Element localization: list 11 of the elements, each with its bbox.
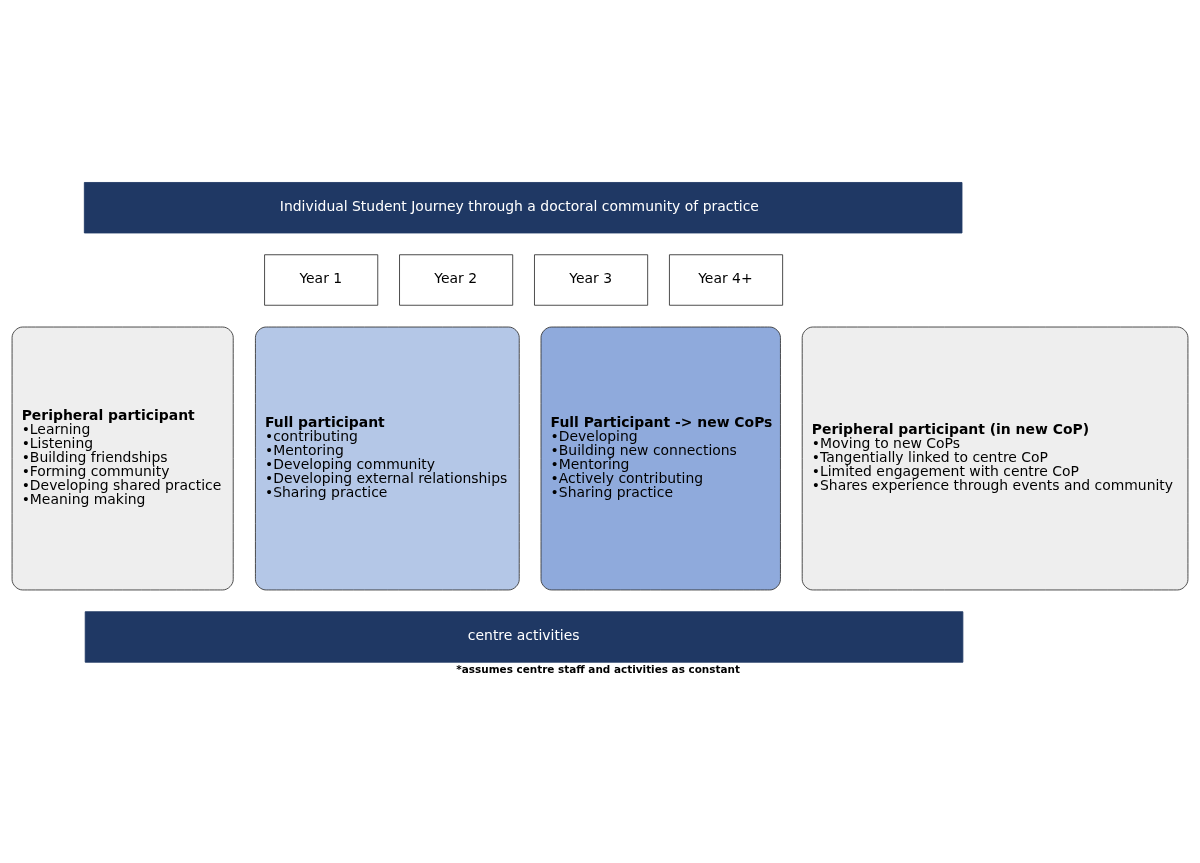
node-box: Full participant •contributing •Mentoring •Developing community •Developing external relationships •Sharing practice <box>255 326 520 591</box>
node-box: Year 1 <box>264 254 379 306</box>
caption: *assumes centre staff and activities as constant <box>456 663 740 676</box>
node-box: Peripheral participant •Learning •Listening •Building friendships •Forming community •Developing shared practice •Meaning making <box>11 326 234 591</box>
node-box: Year 2 <box>399 254 514 306</box>
node-box: Full Participant -> new CoPs •Developing •Building new connections •Mentoring •Actively contributing •Sharing practice <box>540 326 781 591</box>
node-box: Individual Student Journey through a doctoral community of practice <box>83 182 963 234</box>
node-box: Peripheral participant (in new CoP) •Moving to new CoPs •Tangentially linked to centre CoP •Limited engagement with centre CoP •Shares experience through events and community <box>801 326 1189 591</box>
node-box: Year 4+ <box>669 254 784 306</box>
node-box: Year 3 <box>534 254 649 306</box>
node-box: centre activities <box>84 611 964 663</box>
